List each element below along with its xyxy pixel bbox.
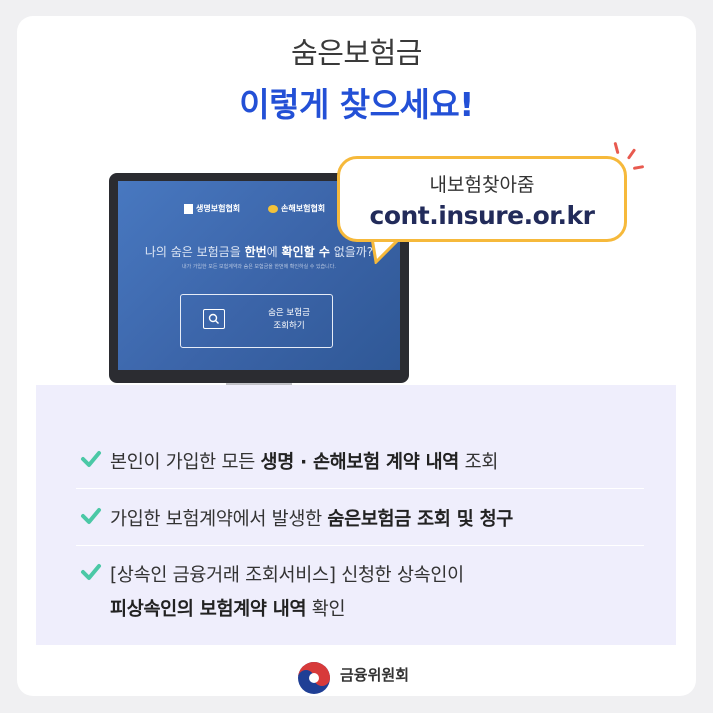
check-icon xyxy=(81,508,101,524)
divider xyxy=(76,488,644,489)
bubble-url-link[interactable]: cont.insure.or.kr xyxy=(369,201,595,230)
search-icon xyxy=(203,309,225,329)
life-insurance-logo: 생명보험협회 xyxy=(184,203,240,214)
list-item: 본인이 가입한 모든 생명 · 손해보험 계약 내역 조회 xyxy=(110,452,499,473)
screen-headline: 나의 숨은 보험금을 한번에 확인할 수 없을까? xyxy=(144,245,374,259)
page-title: 숨은보험금 xyxy=(291,36,422,70)
list-item: 가입한 보험계약에서 발생한 숨은보험금 조회 및 청구 xyxy=(110,509,514,530)
org-name: 금융위원회 xyxy=(340,666,410,684)
check-icon xyxy=(81,451,101,467)
list-item-continuation: 피상속인의 보험계약 내역 확인 xyxy=(110,599,346,620)
government-emblem-icon xyxy=(298,662,330,694)
bubble-title: 내보험찾아줌 xyxy=(429,174,535,196)
feature-list-panel xyxy=(36,385,676,645)
life-insurance-logo-icon xyxy=(184,203,193,214)
check-icon xyxy=(81,564,101,580)
page-subtitle: 이렇게 찾으세요! xyxy=(239,85,474,124)
screen-subtext: 내가 가입한 모든 보험계약과 숨은 보험금을 한번에 확인하실 수 있습니다. xyxy=(182,264,336,270)
nonlife-insurance-logo-icon xyxy=(268,204,278,213)
url-bubble xyxy=(337,156,627,242)
list-item: [상속인 금융거래 조회서비스] 신청한 상속인이 xyxy=(110,565,464,586)
nonlife-insurance-logo: 손해보험협회 xyxy=(268,203,325,214)
divider xyxy=(76,545,644,546)
